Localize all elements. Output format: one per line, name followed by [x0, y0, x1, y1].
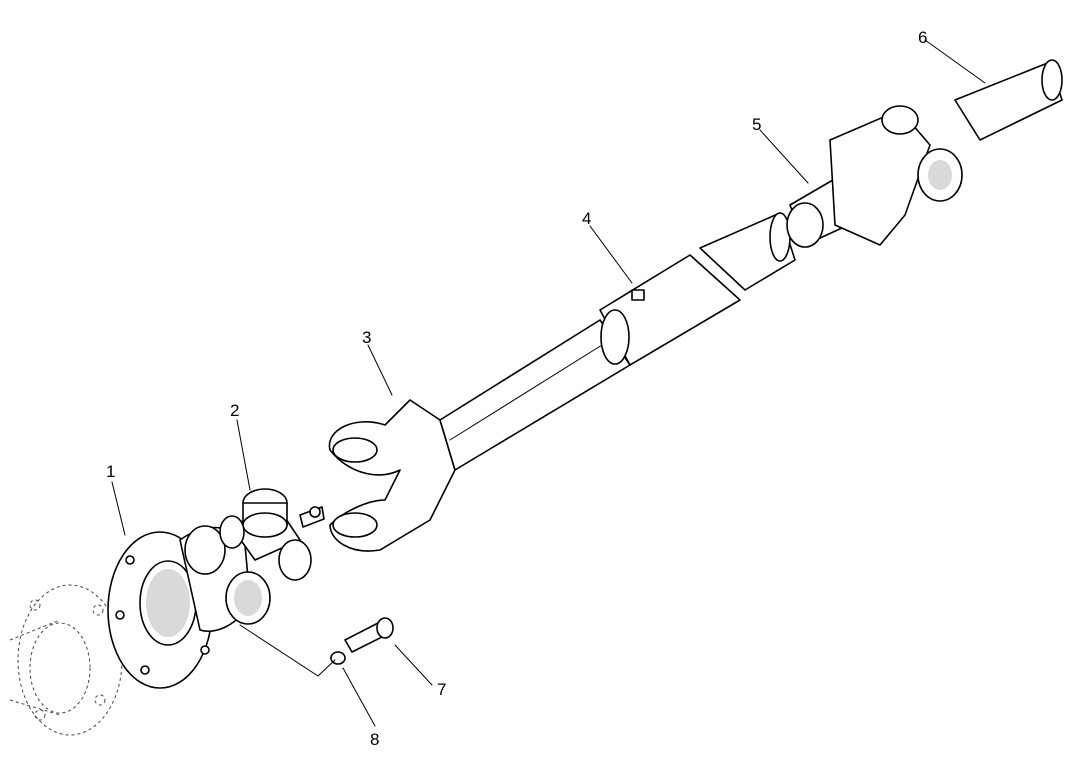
- flange-yoke: [107, 525, 271, 689]
- callout-1: 1: [106, 462, 115, 481]
- callout-7: 7: [437, 680, 446, 699]
- callout-6: 6: [918, 28, 927, 47]
- mating-flange-outline: [9, 584, 123, 736]
- alignment-line: [239, 624, 336, 677]
- callout-4: 4: [582, 209, 591, 228]
- universal-joint-cross: [219, 488, 325, 581]
- rear-yoke-assembly: [786, 59, 1063, 248]
- callout-3: 3: [362, 328, 371, 347]
- leader-lines: [111, 39, 986, 727]
- callout-5: 5: [752, 115, 761, 134]
- slip-yoke: [328, 399, 456, 552]
- shaft-tube: [439, 212, 796, 471]
- bolt-and-lock-washer: [330, 617, 394, 665]
- callout-2: 2: [230, 401, 239, 420]
- callout-8: 8: [370, 730, 379, 749]
